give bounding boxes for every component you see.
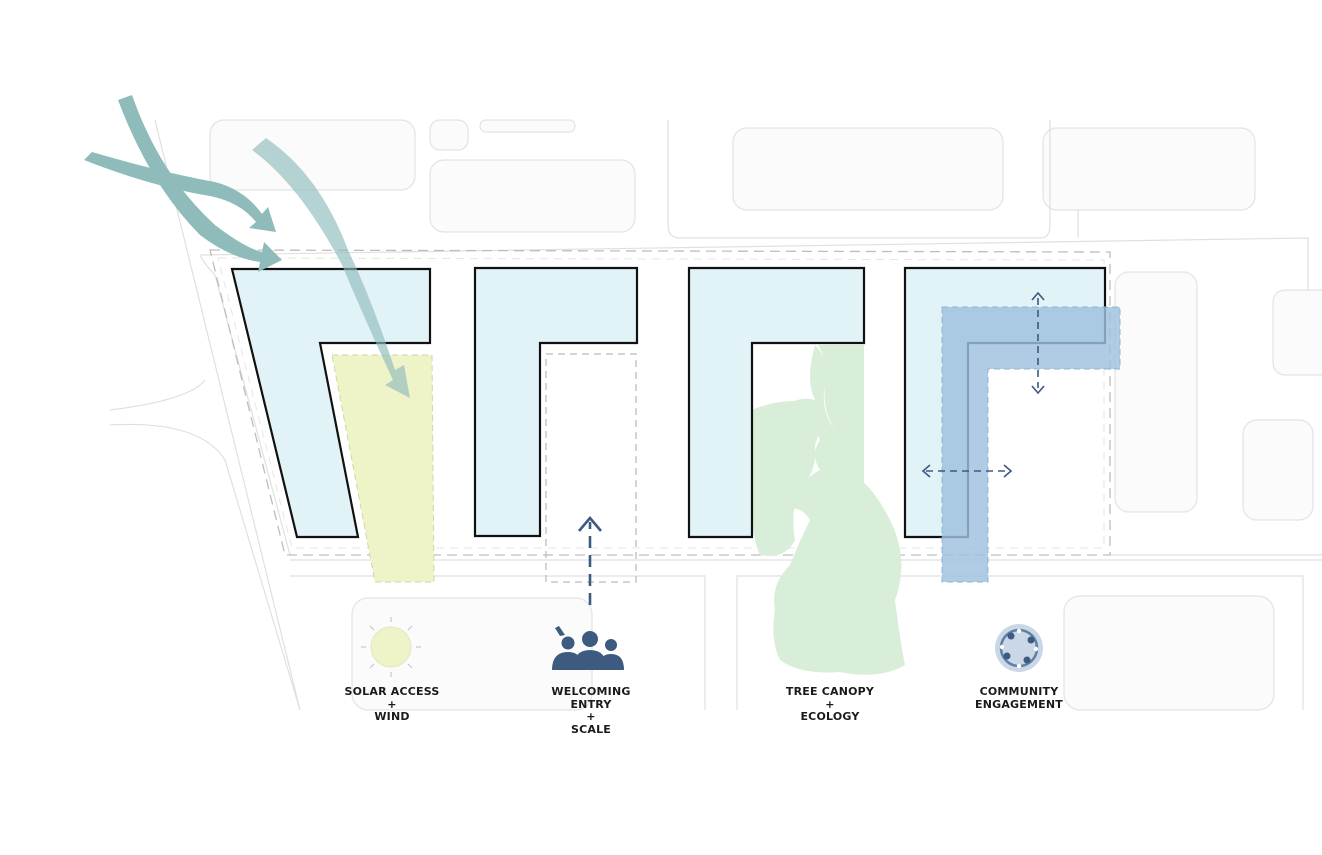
horizontal-arrowhead-left bbox=[921, 464, 931, 478]
tree-canopy-area[interactable] bbox=[773, 345, 905, 675]
label-line: ENGAGEMENT bbox=[975, 697, 1063, 711]
label-line: COMMUNITY bbox=[979, 685, 1059, 698]
label-line: + bbox=[825, 697, 835, 711]
label-tree-canopy-ecology: TREE CANOPY + ECOLOGY bbox=[745, 685, 915, 724]
label-line: ENTRY bbox=[570, 697, 612, 711]
people-group-icon bbox=[552, 626, 624, 670]
entry-arrowhead bbox=[578, 515, 602, 532]
label-line: SCALE bbox=[570, 722, 612, 736]
label-community-engagement: COMMUNITY ENGAGEMENT bbox=[934, 685, 1104, 711]
wind-arrows bbox=[84, 95, 410, 398]
dashed-arrows bbox=[578, 291, 1045, 605]
building-2[interactable] bbox=[473, 266, 639, 538]
wind-arrow-1 bbox=[118, 95, 282, 272]
tree-canopy-patch-north bbox=[818, 345, 864, 482]
label-line: + bbox=[387, 697, 397, 711]
label-line: WELCOMING bbox=[551, 685, 631, 698]
solar-access-zone[interactable] bbox=[331, 354, 435, 583]
context-blocks bbox=[209, 119, 1322, 711]
tree-canopy-patch bbox=[752, 401, 819, 556]
horizontal-arrowhead-right bbox=[1003, 464, 1013, 478]
label-welcoming-entry-scale: WELCOMING ENTRY + SCALE bbox=[506, 685, 676, 736]
site-boundary bbox=[209, 249, 1111, 556]
community-circle-icon bbox=[995, 624, 1043, 672]
label-line: SOLAR ACCESS bbox=[344, 685, 440, 698]
label-line: + bbox=[586, 710, 596, 723]
site-boundary-inner bbox=[217, 257, 1105, 549]
wind-arrow-2 bbox=[84, 152, 276, 232]
wind-arrow-3 bbox=[252, 138, 410, 398]
sun-icon bbox=[361, 617, 421, 677]
label-line: ECOLOGY bbox=[800, 710, 860, 723]
vertical-arrowhead-bottom bbox=[1031, 385, 1045, 395]
building-3[interactable] bbox=[687, 266, 866, 539]
label-solar-access-wind: SOLAR ACCESS + WIND bbox=[307, 685, 477, 724]
community-engagement-band[interactable] bbox=[941, 306, 1121, 583]
vertical-arrowhead-top bbox=[1031, 291, 1045, 301]
label-line: TREE CANOPY bbox=[785, 685, 875, 698]
label-line: WIND bbox=[374, 710, 410, 723]
